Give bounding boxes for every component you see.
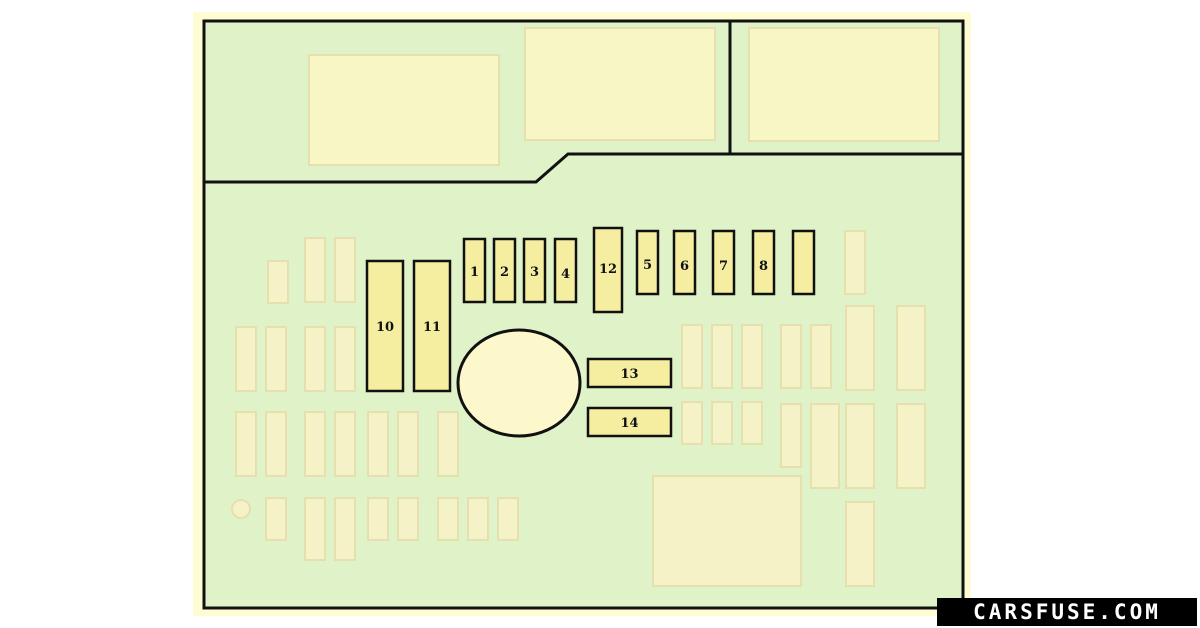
fuse-11-label: 11 [423,320,441,335]
fuse-5-label: 5 [643,258,652,273]
empty-slot [265,326,287,392]
empty-slot [367,411,389,477]
round-socket [231,499,251,519]
empty-slot [681,324,703,389]
empty-slot [397,411,419,477]
relay-slot [652,475,802,587]
empty-slot [334,326,356,392]
fuse-10 [365,259,405,393]
fuse-2-label: 2 [500,265,509,280]
empty-slot [265,497,287,541]
empty-slot [845,501,875,587]
fuse-4 [553,237,578,304]
fuse-8-label: 8 [759,259,768,274]
empty-slot [741,324,763,389]
fuse-11 [412,259,452,393]
fuse-6 [672,229,697,296]
empty-slots [231,230,926,587]
empty-slot [810,403,840,489]
empty-slot [711,324,733,389]
empty-slot [265,411,287,477]
watermark-logo: CARSFUSE.COM [937,598,1197,626]
fuse-unlabeled [791,229,816,296]
fuse-6-label: 6 [680,259,689,274]
fuse-2 [492,237,517,304]
relay-slot [524,27,716,141]
empty-slot [334,411,356,477]
empty-slot [367,497,389,541]
fuse-3-label: 3 [530,265,539,280]
fuse-13-label: 13 [620,367,638,382]
empty-slot [437,497,459,541]
fuse-1 [462,237,487,304]
empty-slot [845,403,875,489]
empty-slot [304,411,326,477]
fuse-13 [586,357,673,389]
empty-slot [741,401,763,445]
fuses [365,226,816,438]
empty-slot [267,260,289,304]
empty-slot [397,497,419,541]
fuse-14-label: 14 [620,416,638,431]
empty-slot [896,305,926,391]
empty-slot [304,237,326,303]
empty-slot [844,230,866,295]
empty-slot [235,326,257,392]
empty-slot [780,324,802,389]
empty-slot [896,403,926,489]
empty-slot [467,497,489,541]
fuse-1-label: 1 [470,265,479,280]
empty-slot [235,411,257,477]
fuse-12-label: 12 [599,262,617,277]
empty-slot [810,324,832,389]
fuse-12 [592,226,624,314]
fuse-3 [522,237,547,304]
fuse-14 [586,406,673,438]
fuse-8 [751,229,776,296]
empty-slot [780,403,802,468]
empty-slot [845,305,875,391]
relay-slot [308,54,500,166]
empty-slot [304,326,326,392]
compartment-divider [204,152,963,184]
fuse-4-label: 4 [561,267,570,282]
round-relay-socket [456,328,582,438]
relay-slot [748,27,940,142]
empty-slot [304,497,326,561]
empty-slot [437,411,459,477]
fuse-labels: 1 2 3 4 5 6 7 8 10 11 12 13 14 [376,258,768,431]
top-relays [308,27,940,166]
empty-slot [497,497,519,541]
fuse-7 [711,229,736,296]
empty-slot [334,497,356,561]
fuse-5 [635,229,660,296]
empty-slot [711,401,733,445]
fuse-7-label: 7 [719,259,728,274]
empty-slot [334,237,356,303]
empty-slot [681,401,703,445]
fuse-10-label: 10 [376,320,394,335]
